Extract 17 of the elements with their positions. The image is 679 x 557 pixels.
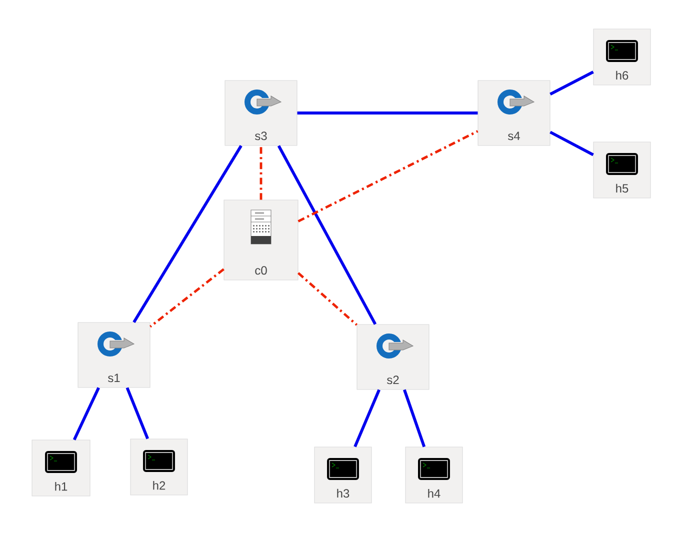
link-line xyxy=(550,70,594,96)
link-line xyxy=(260,146,262,200)
device-box: s4 xyxy=(478,80,550,146)
device-box: s2 xyxy=(356,324,430,390)
link-line xyxy=(403,389,426,448)
link-line xyxy=(277,145,377,325)
link-line xyxy=(298,130,478,222)
link-line xyxy=(126,387,150,440)
link-line xyxy=(132,145,242,323)
link-line xyxy=(297,112,478,114)
link-line xyxy=(550,130,594,156)
device-box: s1 xyxy=(78,322,150,388)
link-line xyxy=(354,389,380,448)
device-box: s3 xyxy=(224,80,298,146)
link-line xyxy=(150,268,224,328)
link-line xyxy=(297,272,358,326)
link-line xyxy=(72,387,100,440)
